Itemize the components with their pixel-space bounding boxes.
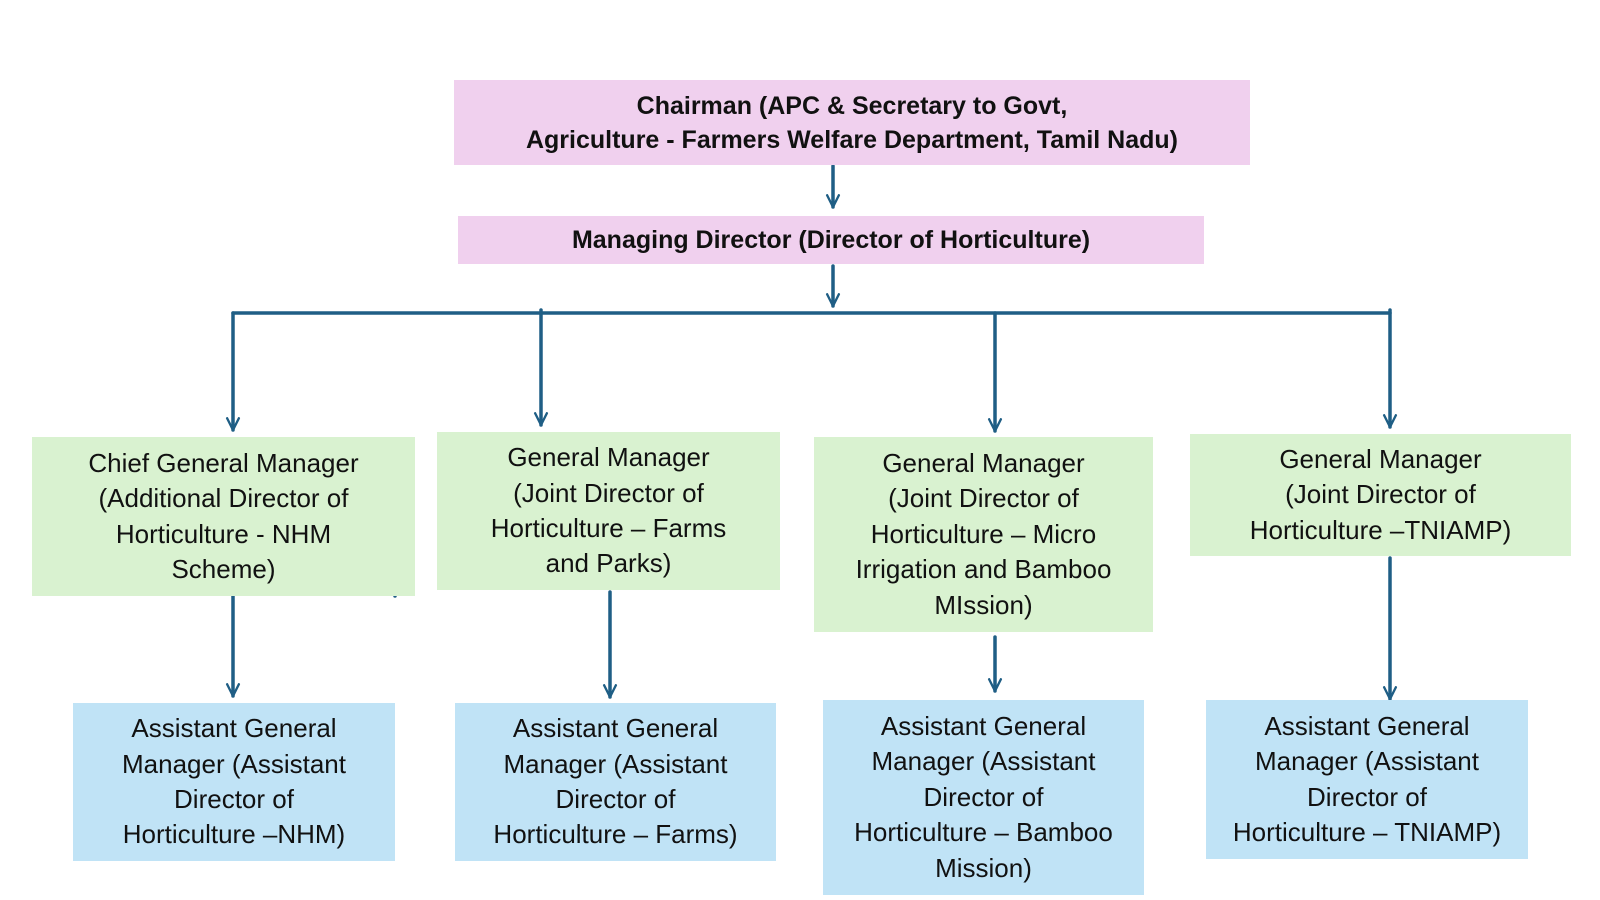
assistant-general-manager-bamboo-box: Assistant General Manager (Assistant Dir… bbox=[823, 700, 1144, 895]
assistant-general-manager-nhm-label: Assistant General Manager (Assistant Dir… bbox=[122, 713, 346, 850]
general-manager-farms-label: General Manager (Joint Director of Horti… bbox=[490, 442, 727, 579]
assistant-general-manager-tniamp-box: Assistant General Manager (Assistant Dir… bbox=[1206, 700, 1528, 859]
general-manager-farms-box: General Manager (Joint Director of Horti… bbox=[437, 432, 780, 590]
chairman-box: Chairman (APC & Secretary to Govt, Agric… bbox=[454, 80, 1250, 165]
chief-general-manager-nhm-box: Chief General Manager (Additional Direct… bbox=[32, 437, 415, 596]
chairman-title-line1: Chairman (APC & Secretary to Govt, bbox=[636, 91, 1068, 120]
assistant-general-manager-tniamp-label: Assistant General Manager (Assistant Dir… bbox=[1232, 710, 1502, 847]
chairman-title-line2: Agriculture - Farmers Welfare Department… bbox=[525, 125, 1178, 154]
general-manager-micro-irrigation-label: General Manager (Joint Director of Horti… bbox=[855, 448, 1112, 620]
assistant-general-manager-farms-label: Assistant General Manager (Assistant Dir… bbox=[493, 713, 738, 850]
managing-director-box: Managing Director (Director of Horticult… bbox=[458, 216, 1204, 264]
assistant-general-manager-farms-box: Assistant General Manager (Assistant Dir… bbox=[455, 703, 776, 861]
general-manager-micro-irrigation-box: General Manager (Joint Director of Horti… bbox=[814, 437, 1153, 632]
chief-general-manager-nhm-label: Chief General Manager (Additional Direct… bbox=[88, 447, 359, 584]
managing-director-title: Managing Director (Director of Horticult… bbox=[571, 226, 1091, 254]
general-manager-tniamp-box: General Manager (Joint Director of Horti… bbox=[1190, 434, 1571, 556]
assistant-general-manager-nhm-box: Assistant General Manager (Assistant Dir… bbox=[73, 703, 395, 861]
assistant-general-manager-bamboo-label: Assistant General Manager (Assistant Dir… bbox=[854, 711, 1113, 883]
general-manager-tniamp-label: General Manager (Joint Director of Horti… bbox=[1249, 443, 1512, 545]
